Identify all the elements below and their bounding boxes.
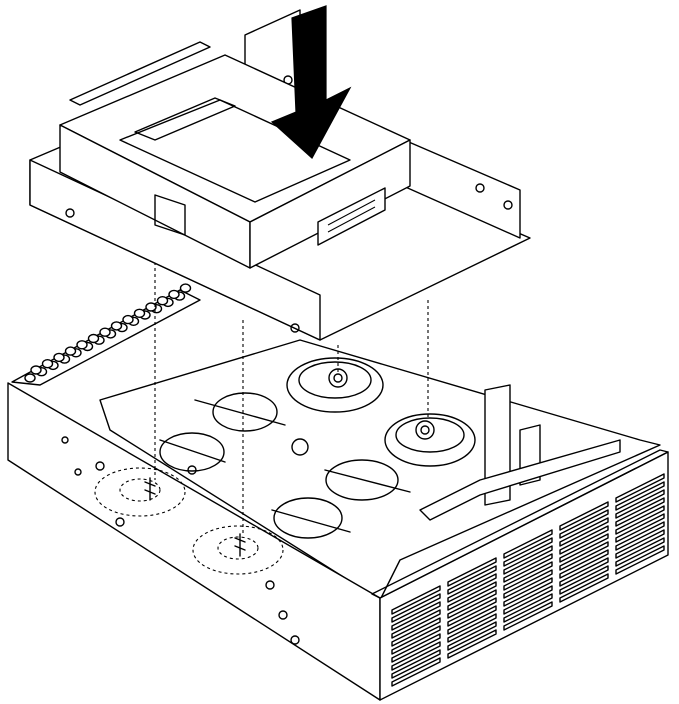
grille-slot [615,473,665,503]
grille-slot [615,537,665,567]
grille-slot [447,597,497,627]
drive-label-area [119,99,351,203]
side-screw-area [61,436,300,645]
grille-slot [503,545,553,575]
vent-hole [179,283,192,293]
vent-hole [53,352,65,363]
chassis [7,283,669,701]
grille-slot [615,529,665,559]
grille-slot [447,605,497,635]
grille-slot [391,657,441,687]
vent-hole [87,333,100,344]
grille-slot [559,509,609,539]
grille-slot [503,569,553,599]
grille-slot [559,573,609,603]
grille-slot [503,585,553,615]
floor-openings [159,392,411,539]
grille-slot [503,529,553,559]
grille-slot [615,497,665,527]
drive-bracket [29,9,531,341]
grille-slot [559,533,609,563]
grille-slot [503,537,553,567]
rear-vent-holes [24,283,192,383]
grille-slot [615,489,665,519]
grille-slot [447,557,497,587]
grille-slot [391,585,441,615]
grille-slot [391,625,441,655]
grille-slot [391,609,441,639]
grille-slot [391,633,441,663]
grille-slot [503,553,553,583]
grille-slot [615,481,665,511]
grille-slot [447,581,497,611]
front-grille [391,473,665,687]
front-panel-top-lip [371,449,669,599]
grille-slot [391,641,441,671]
vent-hole [24,373,36,383]
grille-slot [391,617,441,647]
grille-slot [447,589,497,619]
vent-hole [133,308,146,318]
grille-slot [447,573,497,603]
vent-hole [76,340,88,350]
vent-hole [122,314,134,325]
grille-slot [391,593,441,623]
grille-slot [559,557,609,587]
bracket-tab [154,194,186,236]
vent-hole [110,321,123,331]
grille-slot [391,601,441,631]
grille-slot [447,621,497,651]
vent-hole [30,365,42,375]
alignment-guides [154,262,429,535]
grille-slot [615,513,665,543]
grille-slot [447,613,497,643]
grille-slot [391,649,441,679]
grille-slot [559,525,609,555]
down-arrow-icon [270,5,352,159]
grille-slot [559,565,609,595]
grille-slot [503,577,553,607]
grille-slot [615,545,665,575]
grille-slot [615,521,665,551]
grille-slot [559,501,609,531]
grille-slot [615,505,665,535]
disk-drive-side [249,139,411,269]
drive-rail-top [69,41,211,106]
screw-2-icon [415,420,435,440]
grille-slot [559,517,609,547]
drive-connector [317,187,386,246]
vent-hole [168,289,180,300]
insert-direction-arrow [270,5,352,159]
grille-slot [503,601,553,631]
grille-slot [503,593,553,623]
bay-rail [419,439,621,521]
grille-slot [447,565,497,595]
grille-slot [559,549,609,579]
vent-hole [156,296,169,306]
grille-slot [503,561,553,591]
grille-slot [559,541,609,571]
vent-hole [41,359,54,369]
vent-hole [64,346,77,356]
vent-hole [145,302,157,312]
vent-hole [99,327,111,337]
grille-slot [447,629,497,659]
